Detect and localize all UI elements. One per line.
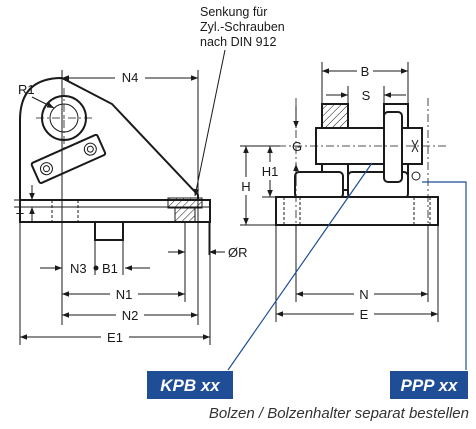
note-leader bbox=[193, 49, 226, 197]
kpb-leader bbox=[227, 162, 373, 371]
dim-n3: N3 bbox=[70, 261, 87, 276]
footer-note: Bolzen / Bolzenhalter separat bestellen bbox=[209, 405, 469, 422]
ppp-tag-label: PPP xx bbox=[400, 376, 459, 395]
dim-r1: R1 bbox=[18, 82, 35, 97]
retaining-plate bbox=[30, 133, 107, 184]
bolt-head bbox=[383, 111, 403, 183]
note-line-1: Senkung für bbox=[200, 5, 267, 19]
right-base-plate bbox=[275, 196, 439, 226]
dim-e: E bbox=[360, 307, 369, 322]
dim-n1: N1 bbox=[116, 287, 133, 302]
kpb-tag bbox=[147, 371, 233, 399]
dim-b1: B1 bbox=[102, 261, 118, 276]
dim-diam-r: ØR bbox=[228, 245, 248, 260]
kpb-tag-label: KPB xx bbox=[160, 376, 221, 395]
ppp-leader bbox=[422, 181, 467, 370]
counterbore-section bbox=[167, 197, 203, 209]
dim-n4: N4 bbox=[122, 70, 139, 85]
left-view: N4 R1 T N3 B1 ØR N1 N2 E1 Senkung fü bbox=[14, 5, 285, 346]
part-tags: KPB xx PPP xx bbox=[147, 162, 468, 399]
center-dot bbox=[93, 265, 99, 271]
dim-n2: N2 bbox=[122, 308, 139, 323]
dim-t: T bbox=[16, 210, 24, 225]
note-line-3: nach DIN 912 bbox=[200, 35, 276, 49]
dim-h1: H1 bbox=[262, 164, 279, 179]
dim-g: G bbox=[292, 139, 302, 154]
pedestal-left bbox=[294, 171, 344, 199]
dim-e1: E1 bbox=[107, 330, 123, 345]
ppp-tag bbox=[390, 371, 468, 399]
dim-n: N bbox=[359, 287, 368, 302]
right-view: B S G H1 H N E bbox=[236, 62, 448, 323]
note-line-2: Zyl.-Schrauben bbox=[200, 20, 285, 34]
dim-h: H bbox=[241, 179, 250, 194]
dim-s: S bbox=[362, 88, 371, 103]
dim-b: B bbox=[361, 64, 370, 79]
left-slot bbox=[94, 221, 124, 241]
